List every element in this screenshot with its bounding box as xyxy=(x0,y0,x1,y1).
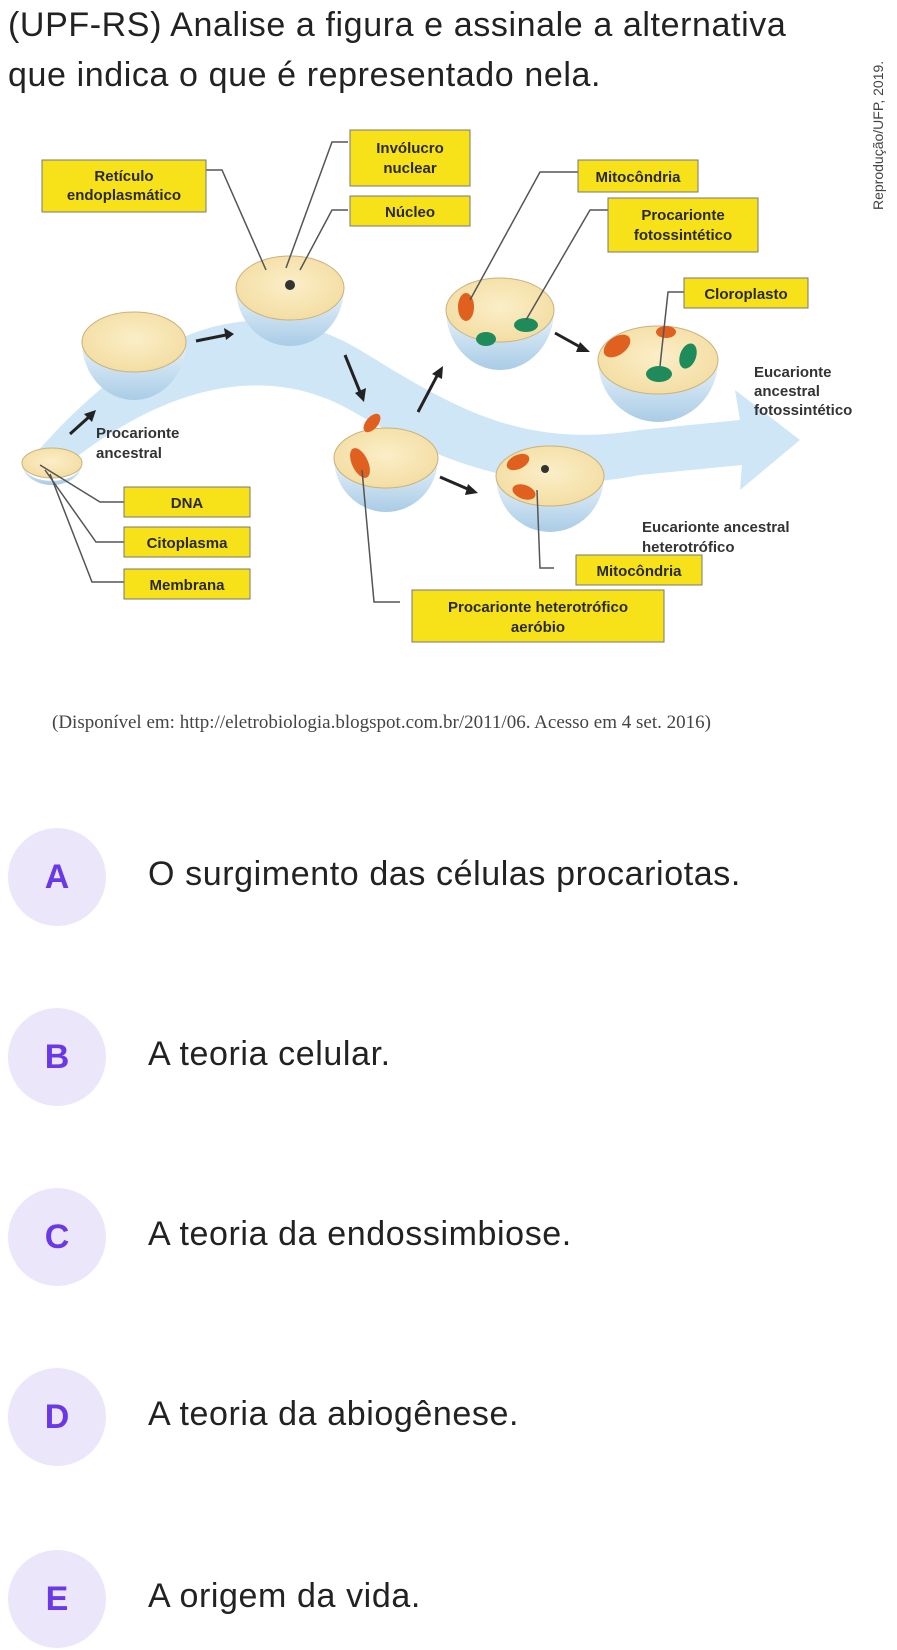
option-c[interactable]: C A teoria da endossimbiose. xyxy=(0,1188,897,1288)
label-nucleo: Núcleo xyxy=(349,195,471,227)
cell-eucariotic-3 xyxy=(333,413,439,512)
option-b[interactable]: B A teoria celular. xyxy=(0,1008,897,1108)
label-dna: DNA xyxy=(123,486,251,518)
label-involucro-line1: Invólucro xyxy=(376,140,444,157)
option-b-text[interactable]: A teoria celular. xyxy=(148,1035,391,1073)
option-e[interactable]: E A origem da vida. xyxy=(0,1550,897,1650)
cell-eucariotic-6 xyxy=(597,325,719,422)
label-proc-ancestral-line2: ancestral xyxy=(96,445,162,462)
label-mitocondria-bottom: Mitocôndria xyxy=(575,554,703,586)
label-reticulo: Retículo endoplasmático xyxy=(41,159,207,213)
option-c-text[interactable]: A teoria da endossimbiose. xyxy=(148,1215,572,1253)
figure-diagram: Retículo endoplasmático Invólucro nuclea… xyxy=(21,129,852,643)
label-membrana-text: Membrana xyxy=(149,577,225,594)
cell-eucariotic-2 xyxy=(235,255,345,346)
cell-eucariotic-1 xyxy=(81,311,187,400)
label-membrana: Membrana xyxy=(123,568,251,600)
label-mitocondria-top: Mitocôndria xyxy=(577,159,699,193)
label-eucarionte-fotossintetico: Eucarionte ancestral fotossintético xyxy=(754,364,852,419)
label-reticulo-line1: Retículo xyxy=(94,168,153,185)
label-proc-hetero-line1: Procarionte heterotrófico xyxy=(448,599,628,616)
label-cloroplasto: Cloroplasto xyxy=(683,277,809,309)
label-dna-text: DNA xyxy=(171,495,204,512)
option-d-text[interactable]: A teoria da abiogênese. xyxy=(148,1395,520,1433)
option-e-badge[interactable]: E xyxy=(8,1550,106,1648)
label-euc-foto-line2: ancestral xyxy=(754,383,820,400)
question-line-1: (UPF-RS) Analise a figura e assinale a a… xyxy=(8,6,787,44)
option-a-text[interactable]: O surgimento das células procariotas. xyxy=(148,855,741,893)
question-line-2: que indica o que é representado nela. xyxy=(8,56,602,94)
leader-lines xyxy=(39,141,684,603)
label-mitocondria-bottom-text: Mitocôndria xyxy=(597,563,683,580)
label-proc-hetero-line2: aeróbio xyxy=(511,619,565,636)
label-reticulo-line2: endoplasmático xyxy=(67,187,181,204)
option-a[interactable]: A O surgimento das células procariotas. xyxy=(0,828,897,928)
flow-arrows xyxy=(68,328,590,495)
label-procarionte-fotossintetico: Procarionte fotossintético xyxy=(607,197,759,253)
label-citoplasma: Citoplasma xyxy=(123,526,251,558)
option-a-badge[interactable]: A xyxy=(8,828,106,926)
option-b-badge[interactable]: B xyxy=(8,1008,106,1106)
figure-source: (Disponível em: http://eletrobiologia.bl… xyxy=(52,712,711,733)
label-cloroplasto-text: Cloroplasto xyxy=(704,286,787,303)
label-involucro-line2: nuclear xyxy=(383,160,437,177)
label-proc-foto-line2: fotossintético xyxy=(634,227,732,244)
label-euc-foto-line1: Eucarionte xyxy=(754,364,832,381)
label-involucro: Invólucro nuclear xyxy=(349,129,471,187)
option-d[interactable]: D A teoria da abiogênese. xyxy=(0,1368,897,1468)
option-e-text[interactable]: A origem da vida. xyxy=(148,1577,421,1615)
label-euc-hetero-line1: Eucarionte ancestral xyxy=(642,519,790,536)
endosymbiosis-figure: Retículo endoplasmático Invólucro nuclea… xyxy=(0,120,897,750)
figure-credit: Reprodução/UFP, 2019. xyxy=(870,60,886,210)
label-citoplasma-text: Citoplasma xyxy=(147,535,229,552)
label-procarionte-heterotrofico: Procarionte heterotrófico aeróbio xyxy=(411,589,665,643)
cell-eucariotic-5 xyxy=(445,277,555,370)
label-proc-ancestral-line1: Procarionte xyxy=(96,425,179,442)
question-text: (UPF-RS) Analise a figura e assinale a a… xyxy=(8,0,888,100)
label-mitocondria-top-text: Mitocôndria xyxy=(596,169,682,186)
label-euc-hetero-line2: heterotrófico xyxy=(642,539,735,556)
option-c-badge[interactable]: C xyxy=(8,1188,106,1286)
label-euc-foto-line3: fotossintético xyxy=(754,402,852,419)
label-nucleo-text: Núcleo xyxy=(385,204,435,221)
evolution-arrow-band xyxy=(30,320,800,490)
cell-eucariotic-4 xyxy=(495,445,605,532)
label-proc-foto-line1: Procarionte xyxy=(641,207,724,224)
option-d-badge[interactable]: D xyxy=(8,1368,106,1466)
label-procarionte-ancestral: Procarionte ancestral xyxy=(96,425,179,462)
label-eucarionte-heterotrofico: Eucarionte ancestral heterotrófico xyxy=(642,519,790,556)
